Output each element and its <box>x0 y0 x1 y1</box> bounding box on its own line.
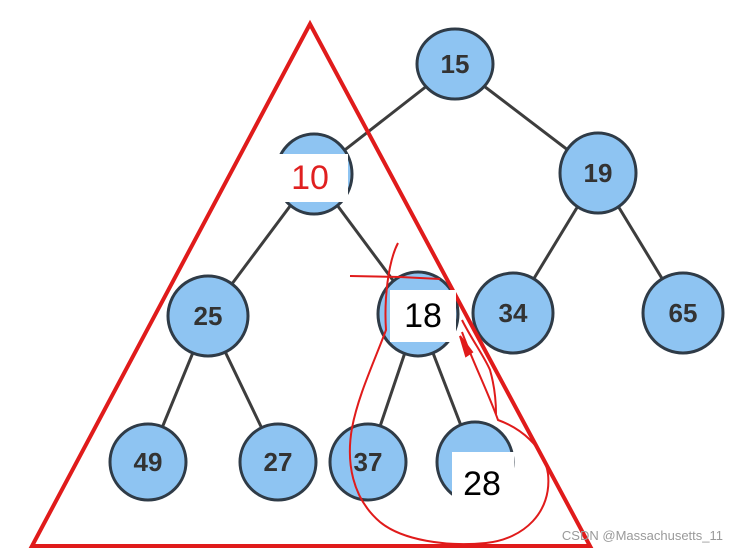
node-label: 15 <box>441 49 470 79</box>
replaced-node-label: 10 <box>291 159 329 197</box>
node-circle <box>471 271 555 355</box>
subtree-triangle <box>28 19 594 548</box>
node-circle <box>108 422 188 502</box>
node-label: 34 <box>499 298 528 328</box>
tree-node: 37 <box>328 422 408 502</box>
label-patch-background <box>390 290 456 342</box>
freehand-arrow-down <box>461 319 497 415</box>
tree-node: 19 <box>558 131 638 215</box>
replaced-node-label: 18 <box>404 297 442 335</box>
tree-node: 34 <box>471 271 555 355</box>
node-circle <box>166 274 250 358</box>
node-circle <box>238 422 318 502</box>
red-annotations <box>28 19 594 548</box>
freehand-mark-top <box>349 275 441 280</box>
replaced-node-label: 28 <box>463 465 501 503</box>
node-circle <box>641 271 725 355</box>
node-label: 49 <box>134 447 163 477</box>
freehand-arrow-head <box>459 335 474 358</box>
node-circle <box>328 422 408 502</box>
node-circle <box>558 131 638 215</box>
watermark: CSDN @Massachusetts_11 <box>562 528 723 543</box>
node-circle <box>415 27 495 101</box>
tree-node: 25 <box>166 274 250 358</box>
label-patch-background <box>274 154 348 202</box>
label-patch-background <box>452 452 514 504</box>
tree-node: 15 <box>415 27 495 101</box>
tree-node: 65 <box>641 271 725 355</box>
node-label: 65 <box>669 298 698 328</box>
node-label: 19 <box>584 158 613 188</box>
label-patches: 10 18 28 <box>274 154 514 504</box>
node-label: 25 <box>194 301 223 331</box>
node-label: 27 <box>264 447 293 477</box>
tree-node: 49 <box>108 422 188 502</box>
node-label: 37 <box>354 447 383 477</box>
tree-node: 27 <box>238 422 318 502</box>
freehand-loop <box>348 242 550 546</box>
